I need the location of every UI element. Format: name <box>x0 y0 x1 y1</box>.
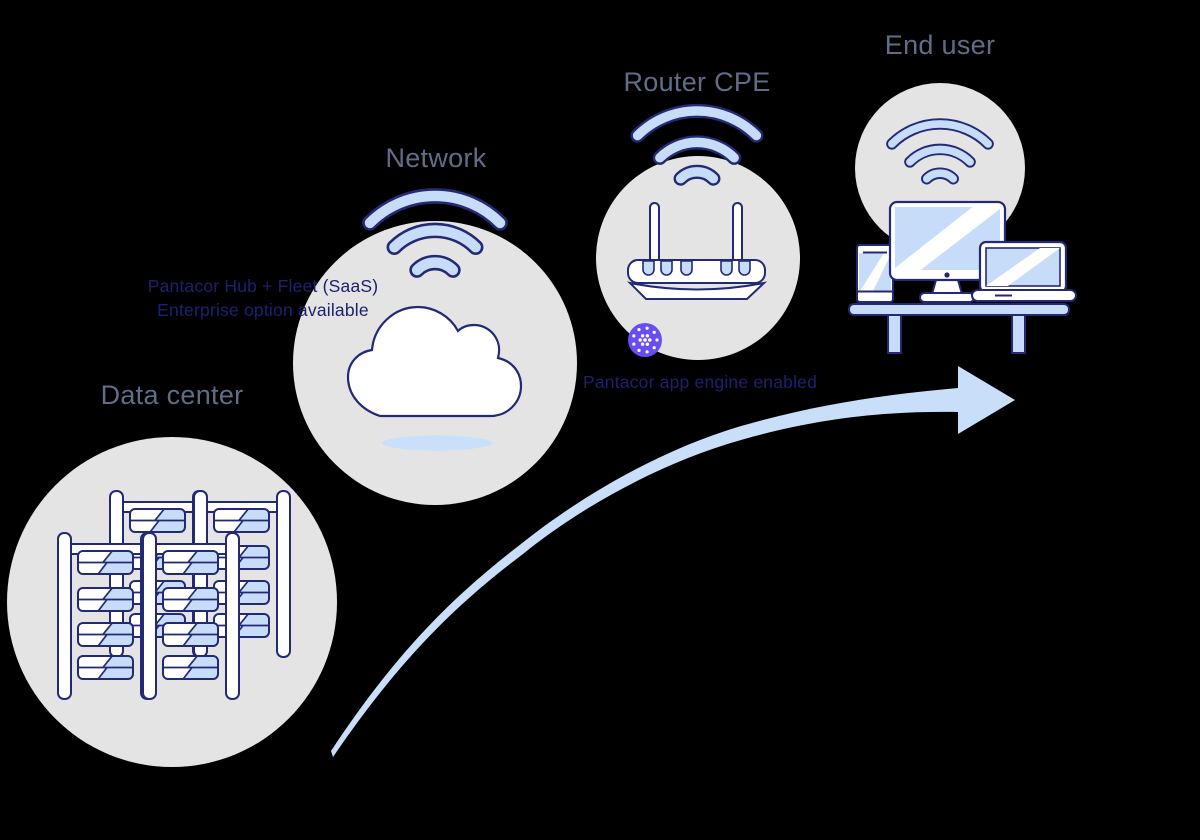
stage-label-data-center: Data center <box>100 380 244 410</box>
phone-icon <box>856 244 894 303</box>
stage-circle-router-cpe <box>596 156 800 360</box>
stage-label-router-cpe: Router CPE <box>623 67 771 97</box>
laptop-icon <box>971 240 1077 302</box>
cloud-icon <box>346 305 523 451</box>
flow-arrow <box>331 366 1015 757</box>
network-annotation-line1: Pantacor Hub + Fleet (SaaS) <box>147 276 379 296</box>
stage-label-end-user: End user <box>884 30 996 60</box>
router-device-icon <box>626 202 768 300</box>
cloud-shadow <box>382 435 492 451</box>
end-user-devices-icon <box>848 200 1077 354</box>
stage-label-network: Network <box>385 143 487 173</box>
router-annotation: Pantacor app engine enabled <box>582 372 818 392</box>
desk-icon <box>848 303 1070 316</box>
network-annotation: Pantacor Hub + Fleet (SaaS) Enterprise o… <box>148 274 379 322</box>
flow-arrow-head <box>958 366 1015 434</box>
network-annotation-line2: Enterprise option available <box>157 300 369 320</box>
pantacor-logo-badge <box>628 323 662 357</box>
